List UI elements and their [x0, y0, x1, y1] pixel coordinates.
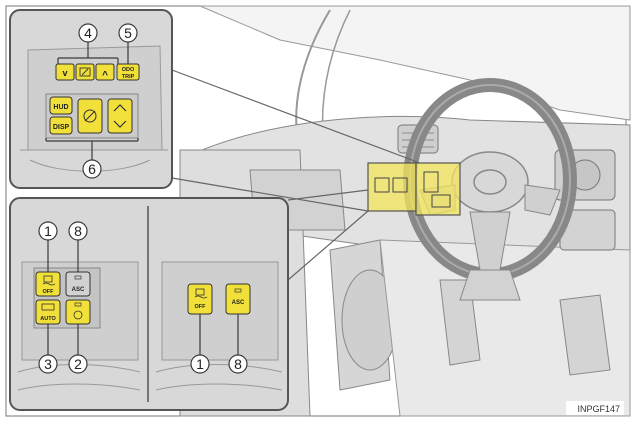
bottom-inset-panel: OFF AUTO ASC 1 8 3 2: [9, 197, 289, 411]
heater-icon: [41, 303, 55, 311]
highlight-area-steering-switches: [415, 162, 461, 216]
callout-4: [78, 23, 98, 43]
odo-trip-button[interactable]: [116, 63, 140, 81]
skid-car-icon: [42, 275, 56, 286]
chevron-up-down-icon: [113, 104, 127, 128]
asc-label-right: ASC: [232, 300, 245, 306]
leader-lines: [171, 69, 421, 281]
callout-3: [38, 354, 58, 374]
vsc-off-label-right: OFF: [195, 304, 207, 310]
callout-6: [82, 159, 102, 179]
callout-6-label: 6: [88, 161, 96, 177]
callout-1-left: [38, 221, 58, 241]
disp-label: DISP: [53, 124, 70, 131]
callout-5-label: 5: [124, 25, 132, 41]
skid-car-icon-right: [194, 288, 208, 299]
callout-1-right: [190, 354, 210, 374]
callout-8-right-label: 8: [234, 356, 242, 372]
odo-trip-label-2: TRIP: [122, 74, 135, 80]
callout-5: [118, 23, 138, 43]
callout-1-right-label: 1: [196, 356, 204, 372]
settings-icon: [79, 67, 91, 77]
ehv-auto-label: AUTO: [40, 316, 56, 322]
steering-wheel-settings-icon: [83, 109, 97, 123]
hud-label: HUD: [53, 104, 68, 111]
callout-2-label: 2: [74, 356, 82, 372]
vsc-off-label: OFF: [43, 289, 55, 295]
asc-button-right[interactable]: [225, 283, 251, 315]
up-button[interactable]: [95, 63, 115, 81]
callout-8-left: [68, 221, 88, 241]
down-button-label: v: [62, 68, 67, 78]
callout-4-label: 4: [84, 25, 92, 41]
highlight-area-meter-switches: [367, 162, 417, 212]
up-down-switch[interactable]: [107, 98, 133, 134]
callout-3-label: 3: [44, 356, 52, 372]
seat-heater-icon: [73, 302, 83, 320]
disp-button[interactable]: [49, 116, 73, 135]
callout-8-right: [228, 354, 248, 374]
callout-2: [68, 354, 88, 374]
asc-label: ASC: [72, 287, 85, 293]
callout-1-left-label: 1: [44, 223, 52, 239]
odo-trip-label-1: ODO: [122, 67, 135, 73]
hud-button[interactable]: [49, 96, 73, 115]
up-button-label: ^: [102, 70, 108, 81]
down-button[interactable]: [55, 63, 75, 81]
seat-heater-button[interactable]: [65, 299, 91, 325]
top-inset-panel: 4 5 v ^ ODO TRIP HUD DISP: [9, 9, 173, 189]
figure-id: INPGF147: [577, 404, 620, 414]
callout-8-left-label: 8: [74, 223, 82, 239]
